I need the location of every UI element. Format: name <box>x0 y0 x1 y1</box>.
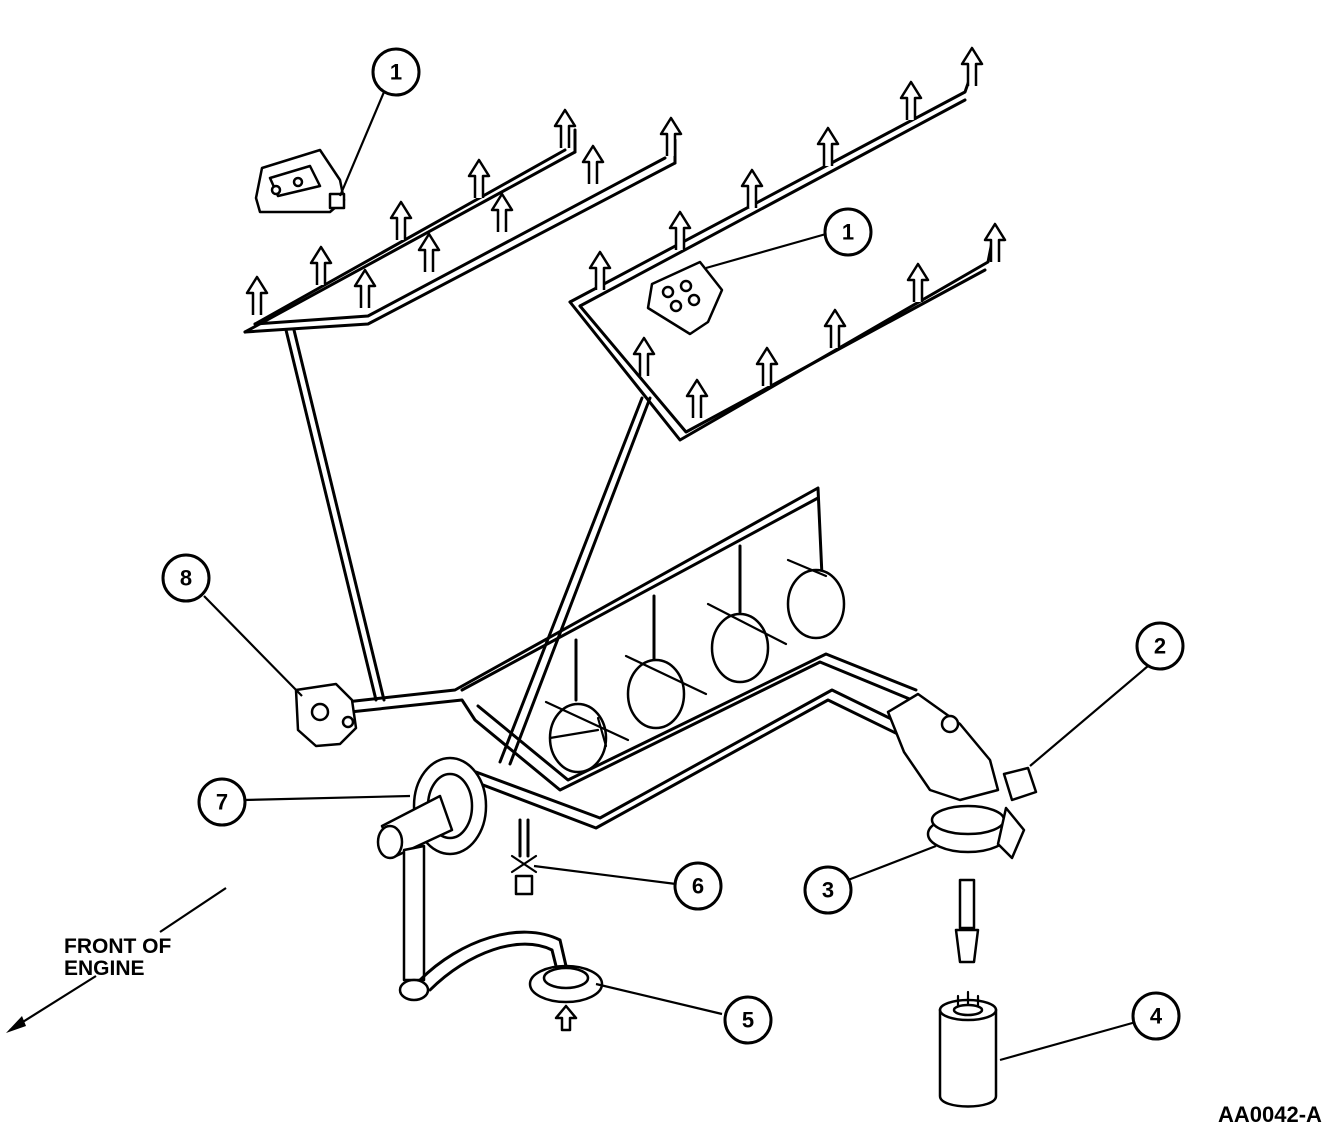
figure-id: AA0042-A <box>1218 1102 1322 1127</box>
svg-text:5: 5 <box>742 1008 754 1033</box>
main-oil-gallery <box>344 486 918 830</box>
oil-pump-icon <box>376 756 488 982</box>
svg-text:1: 1 <box>390 60 402 85</box>
callout-5: 5 <box>723 995 773 1045</box>
main-bearings <box>544 558 846 774</box>
front-of-engine-line2: ENGINE <box>64 957 145 980</box>
lifter-block-icon <box>294 682 358 748</box>
bearing-icon <box>786 568 846 640</box>
svg-text:2: 2 <box>1154 634 1166 659</box>
feed-lines <box>284 328 652 766</box>
leader-lines <box>203 91 1149 1062</box>
svg-text:8: 8 <box>180 566 192 591</box>
svg-text:1: 1 <box>842 220 854 245</box>
direction-arrow-icon <box>6 887 227 1033</box>
callout-1-top: 1 <box>371 47 421 97</box>
relief-valve <box>510 818 538 896</box>
oil-filter-adapter <box>886 692 1038 860</box>
front-of-engine-label: FRONT OF ENGINE <box>64 936 224 980</box>
callout-8: 8 <box>161 553 211 603</box>
oil-filter-icon <box>938 990 998 1108</box>
front-of-engine-line1: FRONT OF <box>64 935 172 958</box>
right-bank-oil-gallery <box>568 70 994 442</box>
svg-text:3: 3 <box>822 878 834 903</box>
lifter-block-icon <box>254 148 346 214</box>
bearing-icon <box>710 612 770 684</box>
svg-text:4: 4 <box>1150 1004 1163 1029</box>
callout-6: 6 <box>673 861 723 911</box>
lifter-block-icon <box>646 260 724 336</box>
callout-2: 2 <box>1135 621 1185 671</box>
bearing-icon <box>548 702 608 774</box>
filter-threaded-stud <box>954 878 980 964</box>
svg-text:6: 6 <box>692 874 704 899</box>
callout-3: 3 <box>803 865 853 915</box>
callout-7: 7 <box>197 777 247 827</box>
svg-text:7: 7 <box>216 790 228 815</box>
pickup-screen-icon <box>398 930 604 1032</box>
callout-1-right: 1 <box>823 207 873 257</box>
callout-4: 4 <box>1131 991 1181 1041</box>
